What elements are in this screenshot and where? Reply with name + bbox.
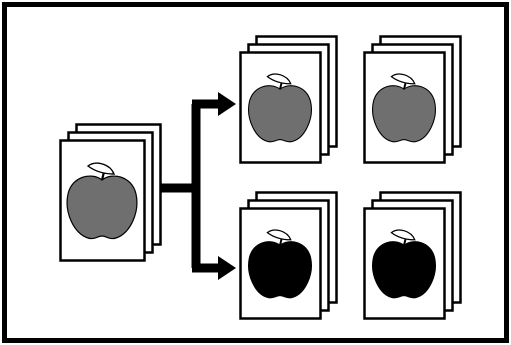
apple-body	[248, 241, 312, 299]
apple-leaf	[86, 162, 116, 175]
output-stack-bottom-2	[363, 191, 462, 320]
apple-icon	[372, 229, 436, 299]
apple-body	[66, 175, 138, 240]
output-stack-top-2	[363, 35, 462, 164]
apple-body	[372, 85, 436, 143]
apple-leaf	[266, 229, 292, 241]
arrow-right-icon	[218, 92, 236, 116]
output-stack-top-1	[239, 35, 338, 164]
apple-icon	[248, 73, 312, 143]
apple-leaf	[390, 73, 416, 85]
apple-icon	[248, 229, 312, 299]
apple-leaf	[266, 73, 292, 85]
apple-icon	[372, 73, 436, 143]
source-stack	[59, 123, 162, 262]
apple-body	[372, 241, 436, 299]
apple-leaf	[390, 229, 416, 241]
apple-icon	[66, 162, 138, 240]
arrow-right-icon	[218, 256, 236, 280]
apple-body	[248, 85, 312, 143]
output-stack-bottom-1	[239, 191, 338, 320]
